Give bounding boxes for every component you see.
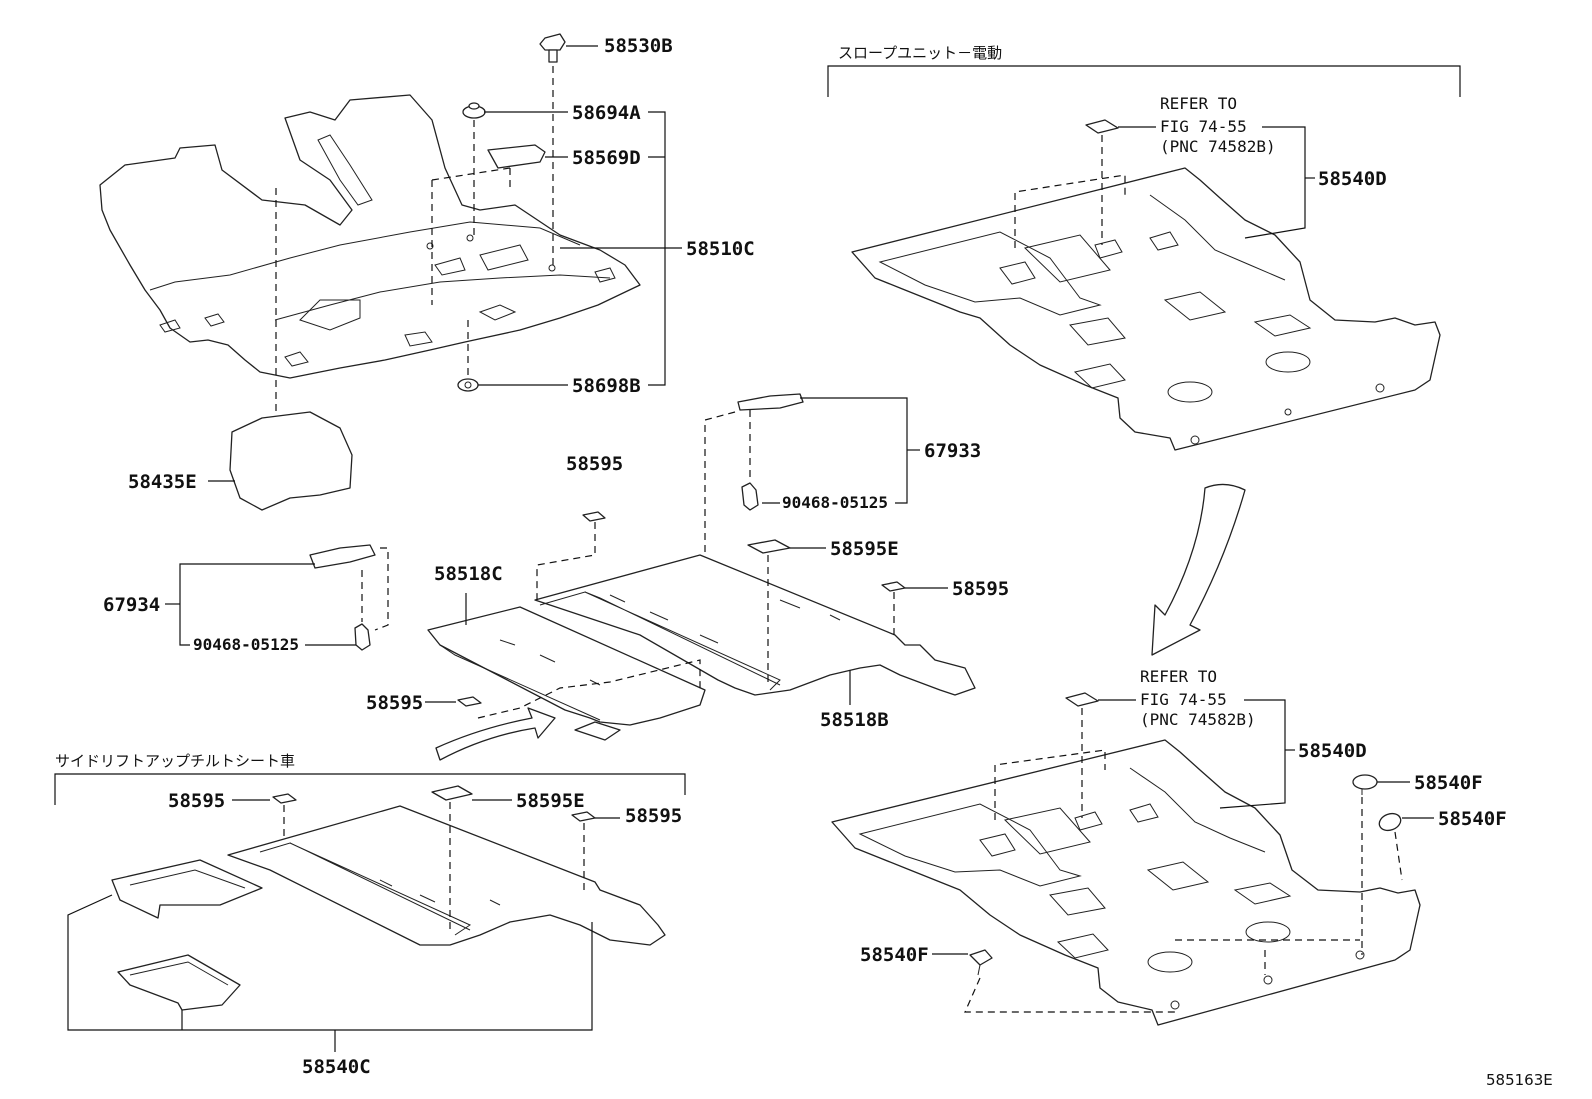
label-58595-top: 58595 <box>566 453 623 475</box>
cover-67934 <box>309 544 376 569</box>
label-58518C: 58518C <box>434 563 503 585</box>
label-67934: 67934 <box>103 594 160 616</box>
label-58510C: 58510C <box>686 238 755 260</box>
group-title-side-lift: サイドリフトアップチルトシート車 <box>55 752 295 770</box>
label-58595-bottom-right: 58595 <box>625 805 682 827</box>
grommet-58698B <box>457 378 479 392</box>
refer-plate-top <box>1085 119 1119 134</box>
label-58435E: 58435E <box>128 471 197 493</box>
label-58595E-mid: 58595E <box>830 538 899 560</box>
deck-board-58518B <box>534 554 976 696</box>
label-58595-bottom-left: 58595 <box>168 790 225 812</box>
plate-58595-top <box>582 511 606 522</box>
refer-bottom-line3: (PNC 74582B) <box>1140 710 1256 729</box>
label-58540F-b: 58540F <box>1438 808 1507 830</box>
label-58540D-bottom: 58540D <box>1298 740 1367 762</box>
label-58569D: 58569D <box>572 147 641 169</box>
label-90468-05125-left: 90468-05125 <box>193 635 299 654</box>
spacer-58569D <box>487 144 546 169</box>
label-58595-mid-right: 58595 <box>952 578 1009 600</box>
label-58698B: 58698B <box>572 375 641 397</box>
label-58595E-bottom: 58595E <box>516 790 585 812</box>
label-58595-mid-left: 58595 <box>366 692 423 714</box>
group-title-slope-unit: スロープユニット－電動 <box>838 44 1002 62</box>
label-58518B: 58518B <box>820 709 889 731</box>
conversion-arrow <box>1151 483 1246 656</box>
deck-board-side-lift <box>227 805 666 946</box>
cap-58540F-a <box>1352 774 1378 795</box>
clip-90468-05125-right <box>741 482 759 511</box>
clip-58530B <box>539 33 566 63</box>
floor-panel-58540D-top <box>851 167 1441 451</box>
label-58540F-a: 58540F <box>1414 772 1483 794</box>
label-58694A: 58694A <box>572 102 641 124</box>
refer-top-line1: REFER TO <box>1160 94 1237 113</box>
clip-90468-05125-left <box>354 623 371 651</box>
refer-bottom-line2: FIG 74-55 <box>1140 690 1227 709</box>
grommet-58694A <box>462 102 486 119</box>
label-58540F-c: 58540F <box>860 944 929 966</box>
label-58530B: 58530B <box>604 35 673 57</box>
diagram-code: 585163E <box>1486 1071 1553 1089</box>
plate-58595-bottom-left <box>272 793 297 804</box>
refer-bottom-line1: REFER TO <box>1140 667 1217 686</box>
cap-58540F-c <box>969 949 993 976</box>
tray-upper-58540C <box>111 859 263 919</box>
deck-board-58518C <box>427 606 706 741</box>
refer-top-line3: (PNC 74582B) <box>1160 137 1276 156</box>
assembly-arrow <box>435 707 556 761</box>
label-90468-05125-right: 90468-05125 <box>782 493 888 512</box>
plate-58595E-mid <box>747 539 791 554</box>
plate-58595-mid-left <box>457 696 482 707</box>
label-58540C: 58540C <box>302 1056 371 1078</box>
plate-58595-bottom-right <box>571 811 596 822</box>
plate-58595E-bottom <box>431 785 473 801</box>
floor-panel-58540D-bottom <box>831 739 1421 1026</box>
refer-top-line2: FIG 74-55 <box>1160 117 1247 136</box>
floor-carpet-58510C <box>99 94 641 379</box>
insulator-pad-58435E <box>229 411 353 511</box>
plate-58595-mid-right <box>881 581 906 592</box>
cap-58540F-b <box>1378 812 1402 832</box>
label-58540D-top: 58540D <box>1318 168 1387 190</box>
refer-plate-bottom <box>1065 692 1099 707</box>
label-67933: 67933 <box>924 440 981 462</box>
cover-67933 <box>737 393 804 411</box>
tray-lower-58540C <box>117 954 241 1011</box>
